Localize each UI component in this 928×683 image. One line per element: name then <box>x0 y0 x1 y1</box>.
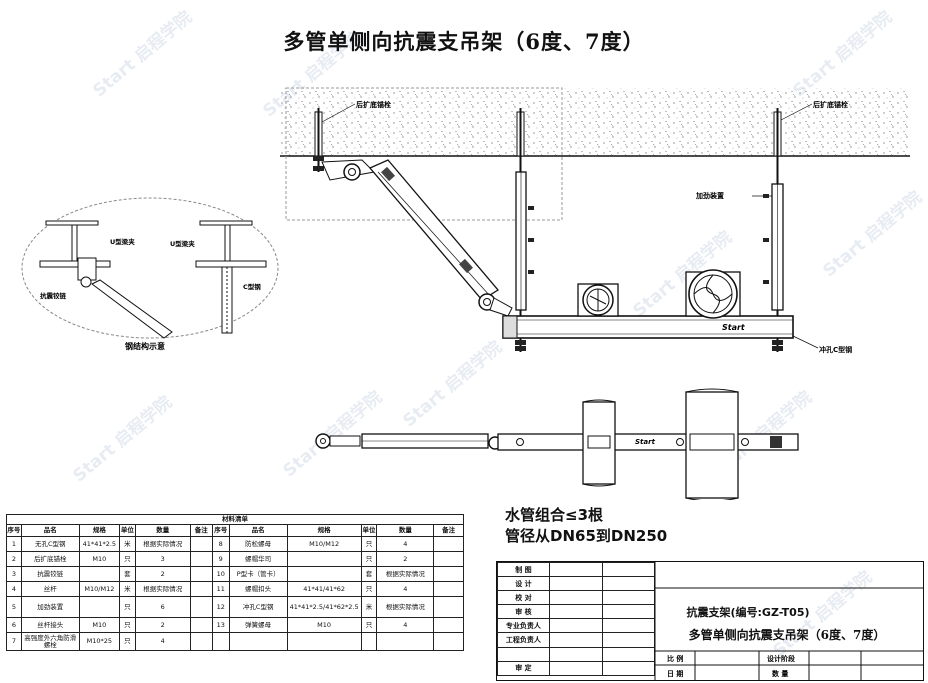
table-header: 品名 <box>20 524 80 537</box>
qty-label: 数 量 <box>772 669 788 678</box>
title-block: 制 图 设 计 校 对 审 核 专业负责人 工程负责人 审 定 比 例 日 期 … <box>496 561 924 681</box>
date-label: 日 期 <box>667 669 683 678</box>
label-anchor-left: 后扩底锚栓 <box>356 100 391 109</box>
table-header: 品名 <box>228 524 288 537</box>
pipe-small <box>577 283 619 317</box>
detail-ellipse <box>21 197 279 339</box>
drawing-title: 多管单侧向抗震支吊架（6度、7度） <box>688 628 886 642</box>
diagonal-brace <box>368 159 499 301</box>
threaded-rod-right <box>771 108 784 352</box>
label-steel-caption: 钢结构示意 <box>125 341 165 351</box>
scope-note: 水管组合≤3根 管径从DN65到DN250 <box>505 505 667 547</box>
materials-caption: 材料清单 <box>6 514 464 525</box>
drawing-code: 抗震支架(编号:GZ-T05) <box>686 606 810 619</box>
table-header: 单位 <box>118 524 136 537</box>
c-channel-beam <box>502 315 794 339</box>
note-line-1: 水管组合≤3根 <box>505 506 604 524</box>
pipe-large <box>685 269 741 319</box>
table-header: 规格 <box>286 524 362 537</box>
table-header: 序号 <box>211 524 230 537</box>
brand-mark: Start <box>722 323 746 332</box>
table-header: 备注 <box>189 524 213 537</box>
table-header: 备注 <box>433 524 464 537</box>
detail-beam-right <box>195 220 267 334</box>
table-header: 数量 <box>376 524 435 537</box>
table-header: 规格 <box>78 524 120 537</box>
anchor-bolt-left <box>313 108 324 172</box>
scale-label: 比 例 <box>667 654 683 663</box>
label-anchor-right: 后扩底锚栓 <box>813 100 848 109</box>
detail-beam-left <box>39 220 173 339</box>
stage-label: 设计阶段 <box>767 654 795 663</box>
table-header: 数量 <box>134 524 191 537</box>
seismic-hinge-top <box>321 159 376 181</box>
table-header: 单位 <box>360 524 378 537</box>
materials-table: 材料清单 序号 品名 规格 单位 数量 备注 序号 品名 规格 单位 数量 备注… <box>6 514 464 651</box>
label-c-channel-detail: C型钢 <box>243 282 261 291</box>
elevation-drawing: 后扩底锚栓 后扩底锚栓 加劲装置 <box>21 87 910 500</box>
title-block-lines: 比 例 日 期 设计阶段 数 量 <box>654 562 923 680</box>
label-stiffener: 加劲装置 <box>695 191 724 200</box>
label-c-channel: 冲孔C型钢 <box>819 345 852 354</box>
label-clamp-left: U型梁夹 <box>110 237 135 246</box>
page-title: 多管单侧向抗震支吊架（6度、7度） <box>283 29 645 54</box>
note-line-2: 管径从DN65到DN250 <box>505 527 668 545</box>
table-header: 序号 <box>6 524 22 537</box>
threaded-rod-middle <box>515 108 527 352</box>
seismic-hinge-bottom <box>478 293 513 317</box>
svg-text:Start: Start <box>635 438 656 446</box>
plan-view <box>315 388 799 500</box>
concrete-slab <box>280 88 910 156</box>
label-seismic-hinge: 抗震铰链 <box>40 291 67 300</box>
label-clamp-right: U型梁夹 <box>170 239 195 248</box>
